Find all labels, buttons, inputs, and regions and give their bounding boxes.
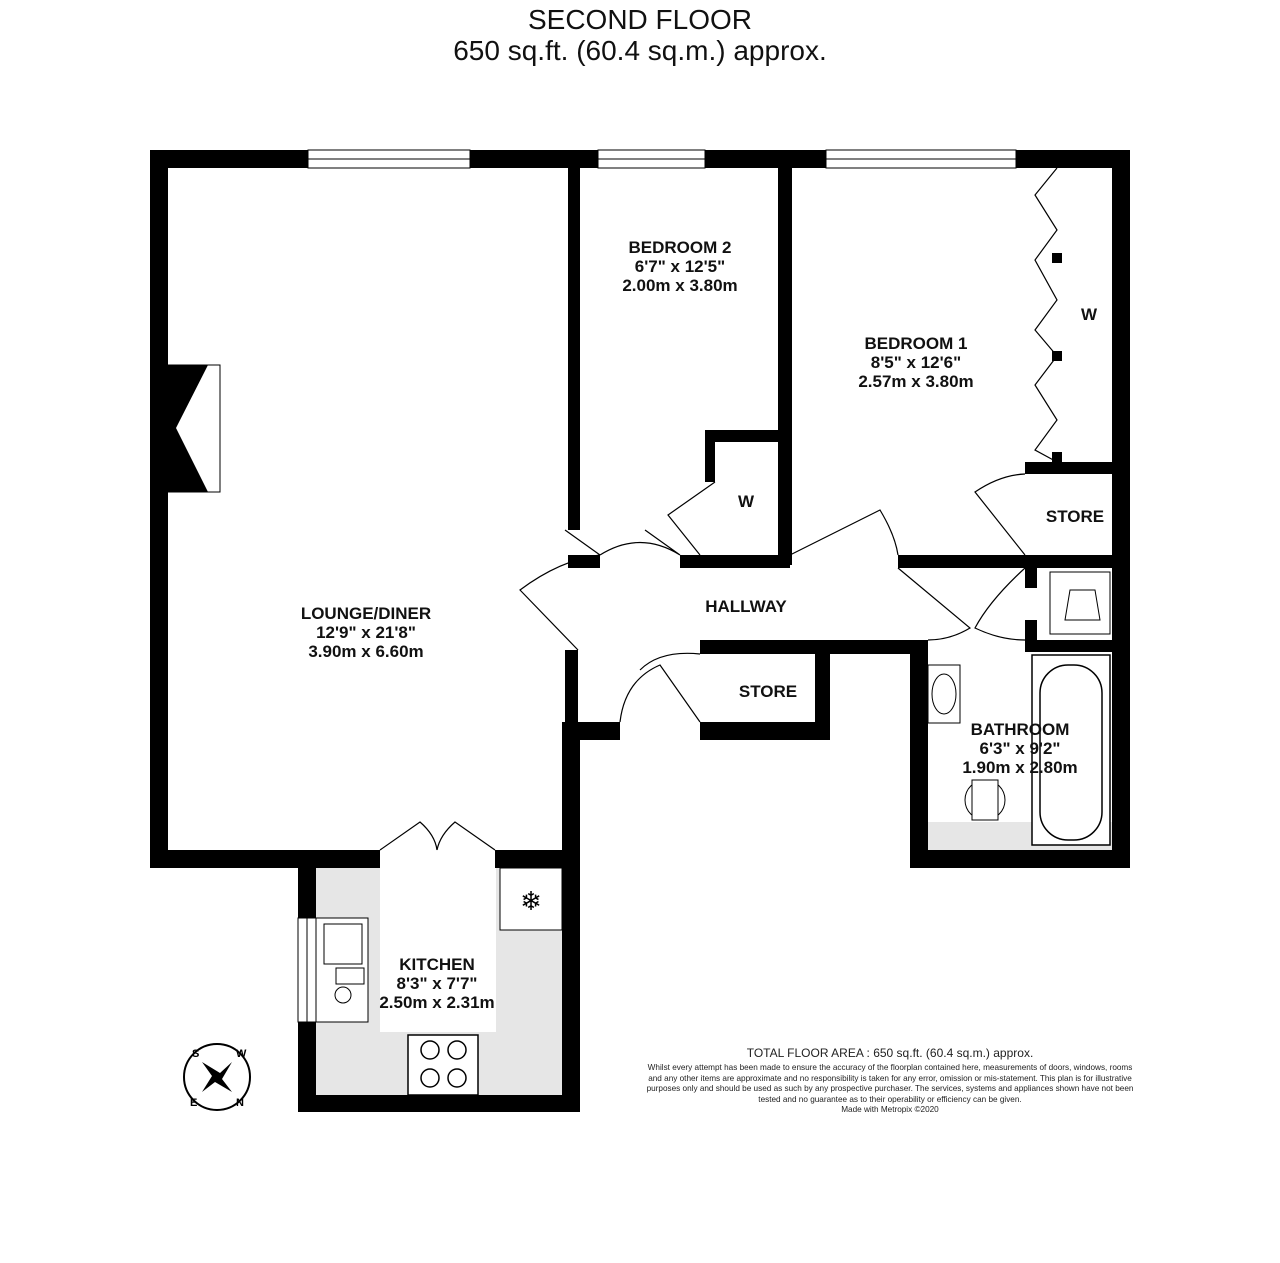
- floor-title: SECOND FLOOR: [527, 4, 753, 35]
- room-name: KITCHEN: [399, 955, 475, 974]
- compass-n: N: [236, 1097, 244, 1109]
- door-swings: [379, 167, 1058, 851]
- washbasin-icon: [927, 664, 961, 724]
- room-metric: 2.00m x 3.80m: [622, 276, 738, 295]
- room-bathroom: BATHROOM 6'3" x 9'2" 1.90m x 2.80m: [962, 720, 1077, 777]
- svg-text:❄: ❄: [520, 886, 542, 916]
- kitchen-walkway: [380, 850, 496, 1032]
- floor-area: 650 sq.ft. (60.4 sq.m.) approx.: [453, 35, 827, 66]
- room-imperial: 8'5" x 12'6": [870, 353, 962, 372]
- compass-s: S: [192, 1048, 199, 1060]
- fireplace-icon: [167, 364, 221, 493]
- room-metric: 2.57m x 3.80m: [858, 372, 974, 391]
- room-imperial: 6'7" x 12'5": [634, 257, 726, 276]
- room-name: BEDROOM 1: [864, 334, 968, 353]
- footer: TOTAL FLOOR AREA : 650 sq.ft. (60.4 sq.m…: [640, 1046, 1140, 1116]
- room-name: LOUNGE/DINER: [300, 604, 432, 623]
- wardrobe-bedroom1: W: [1080, 305, 1098, 324]
- room-imperial: 12'9" x 21'8": [316, 623, 416, 642]
- room-name: BEDROOM 2: [628, 238, 732, 257]
- wardrobe-bedroom2: W: [737, 492, 755, 511]
- room-name: BATHROOM: [970, 720, 1070, 739]
- room-bedroom1: BEDROOM 1 8'5" x 12'6" 2.57m x 3.80m: [858, 334, 973, 391]
- room-metric: 1.90m x 2.80m: [962, 758, 1078, 777]
- boiler-icon: [1049, 571, 1111, 635]
- compass-icon: S W N E: [183, 1043, 251, 1111]
- room-imperial: 6'3" x 9'2": [979, 739, 1061, 758]
- room-metric: 3.90m x 6.60m: [308, 642, 424, 661]
- compass-e: E: [190, 1097, 197, 1109]
- fridge-freezer-icon: ❄: [499, 867, 563, 931]
- bath-icon: [1031, 654, 1111, 846]
- compass-w: W: [236, 1048, 247, 1060]
- sink-icon: [315, 917, 369, 1023]
- toilet-icon: [964, 779, 1006, 821]
- credit: Made with Metropix ©2020: [841, 1105, 939, 1114]
- room-imperial: 8'3" x 7'7": [396, 974, 478, 993]
- hob-icon: [407, 1034, 479, 1096]
- room-metric: 2.50m x 2.31m: [379, 993, 495, 1012]
- room-bedroom2: BEDROOM 2 6'7" x 12'5" 2.00m x 3.80m: [622, 238, 737, 295]
- room-kitchen: KITCHEN 8'3" x 7'7" 2.50m x 2.31m: [379, 955, 494, 1012]
- room-hallway: HALLWAY: [705, 597, 787, 616]
- room-lounge: LOUNGE/DINER 12'9" x 21'8" 3.90m x 6.60m: [301, 604, 431, 661]
- room-store-bedroom1: STORE: [1045, 507, 1105, 526]
- total-floor-area: TOTAL FLOOR AREA : 650 sq.ft. (60.4 sq.m…: [746, 1046, 1034, 1060]
- disclaimer: Whilst every attempt has been made to en…: [646, 1063, 1134, 1104]
- room-store-hallway: STORE: [738, 682, 798, 701]
